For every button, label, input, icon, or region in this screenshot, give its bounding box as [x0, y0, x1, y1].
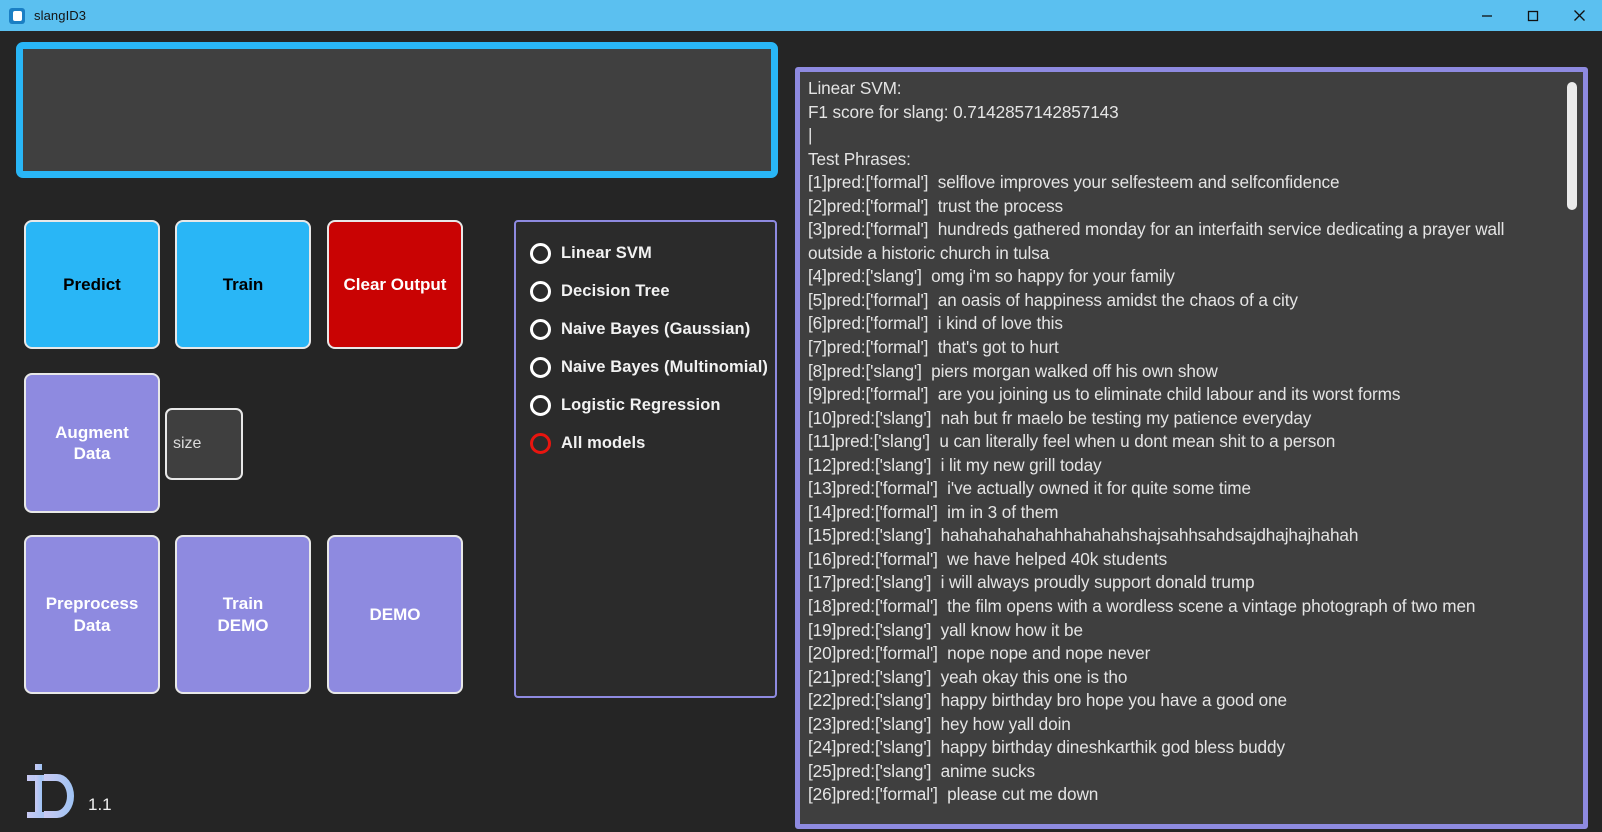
radio-circle-icon: [530, 432, 551, 454]
app-square-icon: [9, 7, 25, 24]
title-bar-left: slangID3: [0, 7, 87, 24]
clear-output-button-label: Clear Output: [343, 274, 447, 294]
train-demo-button-label: Train DEMO: [217, 594, 269, 635]
augment-data-button-label: Augment Data: [55, 422, 129, 463]
model-radio-naive-bayes-gaussian[interactable]: Naive Bayes (Gaussian): [530, 310, 775, 348]
radio-circle-icon: [530, 280, 551, 302]
output-scrollbar-track[interactable]: [1566, 74, 1581, 822]
maximize-icon[interactable]: [1510, 0, 1556, 31]
app-version-label: 1.1: [88, 795, 112, 814]
model-radio-decision-tree[interactable]: Decision Tree: [530, 272, 775, 310]
id-logo-icon: [24, 762, 82, 818]
model-radio-label: Decision Tree: [561, 281, 670, 300]
predict-button-label: Predict: [63, 274, 121, 294]
model-radio-label: Naive Bayes (Multinomial): [561, 357, 768, 376]
model-radio-all-models[interactable]: All models: [530, 424, 775, 462]
predict-button[interactable]: Predict: [24, 220, 160, 349]
app-logo: 1.1: [24, 762, 112, 818]
close-icon[interactable]: [1556, 0, 1602, 31]
radio-circle-icon: [530, 318, 551, 340]
model-radio-label: Linear SVM: [561, 243, 652, 262]
model-radio-label: All models: [561, 433, 646, 452]
output-log-text[interactable]: Linear SVM: F1 score for slang: 0.714285…: [808, 78, 1505, 805]
preprocess-data-button[interactable]: Preprocess Data: [24, 535, 160, 694]
augment-data-button[interactable]: Augment Data: [24, 373, 160, 513]
train-demo-button[interactable]: Train DEMO: [175, 535, 311, 694]
model-radio-logistic-regression[interactable]: Logistic Regression: [530, 386, 775, 424]
train-button-label: Train: [222, 274, 264, 294]
radio-circle-icon: [530, 242, 551, 264]
left-pane: Predict Train Clear Output Augment Data …: [8, 39, 794, 826]
model-radio-label: Logistic Regression: [561, 395, 721, 414]
main-body: Predict Train Clear Output Augment Data …: [0, 31, 1602, 832]
clear-output-button[interactable]: Clear Output: [327, 220, 463, 349]
preprocess-data-button-label: Preprocess Data: [45, 594, 139, 635]
minimize-icon[interactable]: [1464, 0, 1510, 31]
train-button[interactable]: Train: [175, 220, 311, 349]
demo-button-label: DEMO: [369, 604, 421, 624]
output-panel: Linear SVM: F1 score for slang: 0.714285…: [795, 67, 1588, 829]
radio-circle-icon: [530, 356, 551, 378]
radio-circle-icon: [530, 394, 551, 416]
window-title: slangID3: [34, 8, 87, 23]
model-radio-label: Naive Bayes (Gaussian): [561, 319, 751, 338]
phrase-input[interactable]: [16, 42, 778, 178]
title-bar: slangID3: [0, 0, 1602, 31]
size-input[interactable]: [165, 408, 243, 480]
output-scrollbar-thumb[interactable]: [1567, 82, 1577, 210]
model-radio-linear-svm[interactable]: Linear SVM: [530, 234, 775, 272]
model-radio-naive-bayes-multinomial[interactable]: Naive Bayes (Multinomial): [530, 348, 775, 386]
demo-button[interactable]: DEMO: [327, 535, 463, 694]
window-controls: [1464, 0, 1602, 31]
